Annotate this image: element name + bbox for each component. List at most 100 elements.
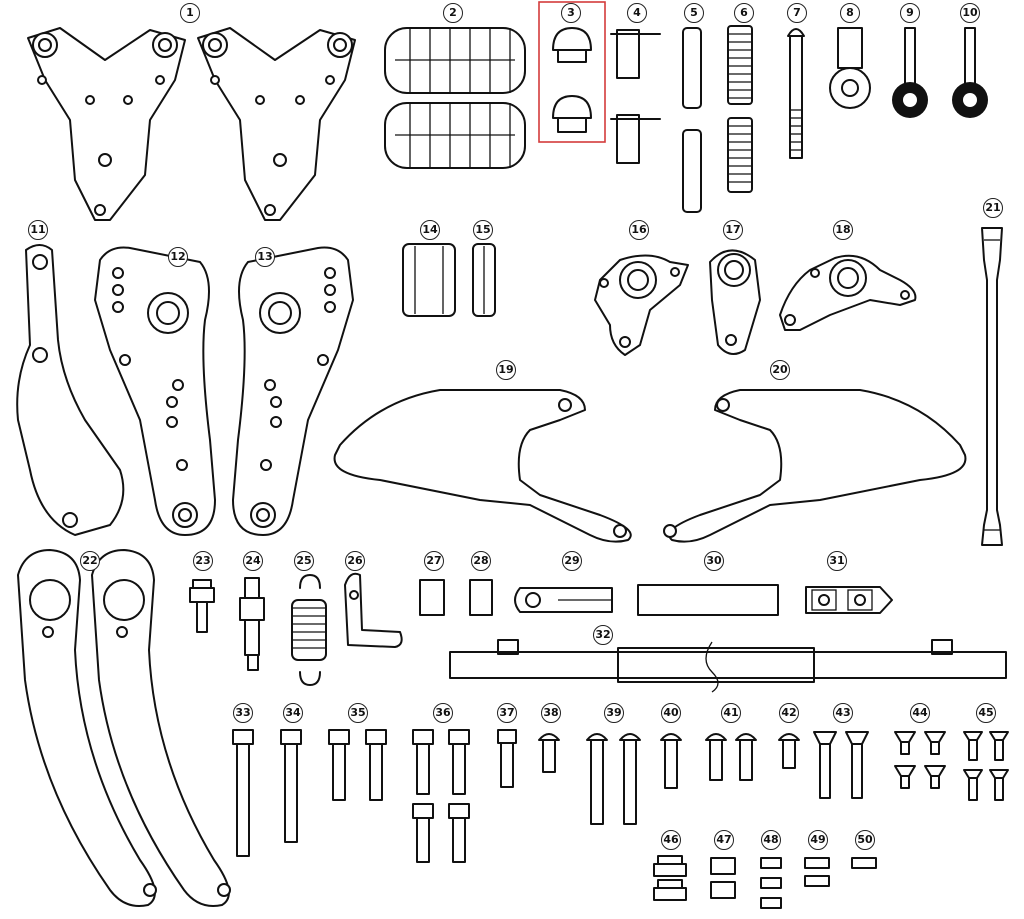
part-2-grips xyxy=(384,27,526,169)
callout-20: 20 xyxy=(770,360,790,380)
callout-32: 32 xyxy=(593,625,613,645)
part-22-arms xyxy=(17,549,231,907)
part-20-side-plate xyxy=(663,389,967,543)
callout-16: 16 xyxy=(629,220,649,240)
part-26-bracket xyxy=(344,572,403,648)
part-4-spacers xyxy=(610,29,661,164)
callout-15: 15 xyxy=(473,220,493,240)
part-30-bar xyxy=(637,584,779,616)
part-47-nut xyxy=(710,857,736,899)
callout-14: 14 xyxy=(420,220,440,240)
callout-33: 33 xyxy=(233,703,253,723)
callout-2: 2 xyxy=(443,3,463,23)
callout-8: 8 xyxy=(840,3,860,23)
callout-18: 18 xyxy=(833,220,853,240)
part-42-bolt xyxy=(778,733,800,769)
callout-21: 21 xyxy=(983,198,1003,218)
callout-48: 48 xyxy=(761,830,781,850)
callout-34: 34 xyxy=(283,703,303,723)
part-50-nut xyxy=(851,857,877,869)
part-6-coils xyxy=(727,25,753,193)
callout-35: 35 xyxy=(348,703,368,723)
part-32-long-bar xyxy=(449,639,1007,693)
part-37-bolt xyxy=(497,729,517,788)
part-1-bracket-right xyxy=(197,27,356,221)
part-21-rod xyxy=(981,227,1003,546)
callout-39: 39 xyxy=(604,703,624,723)
callout-27: 27 xyxy=(424,551,444,571)
callout-36: 36 xyxy=(433,703,453,723)
part-41-bolt xyxy=(705,733,757,781)
callout-9: 9 xyxy=(900,3,920,23)
part-25-spring xyxy=(291,574,327,686)
part-3-rubber-caps xyxy=(538,1,606,143)
part-11-plate xyxy=(16,244,125,536)
part-46-nut xyxy=(653,855,687,901)
part-28-spacer xyxy=(469,579,493,616)
callout-30: 30 xyxy=(704,551,724,571)
callout-29: 29 xyxy=(562,551,582,571)
nuts-row xyxy=(653,855,877,909)
part-35-bolt xyxy=(328,729,387,801)
part-27-spacer xyxy=(419,579,445,616)
part-43-bolt xyxy=(813,731,869,799)
part-12-plate xyxy=(94,246,216,536)
callout-17: 17 xyxy=(723,220,743,240)
part-9-rod-end xyxy=(892,27,928,118)
callout-19: 19 xyxy=(496,360,516,380)
callout-47: 47 xyxy=(714,830,734,850)
part-31-plate xyxy=(805,586,893,614)
part-36-bolt xyxy=(412,729,470,863)
part-23-bolt xyxy=(189,579,215,633)
callout-25: 25 xyxy=(294,551,314,571)
part-33-bolt xyxy=(232,729,254,857)
part-15-washer xyxy=(472,243,496,317)
bolts-row xyxy=(232,729,1009,863)
part-13-plate xyxy=(232,246,354,536)
callout-44: 44 xyxy=(910,703,930,723)
callout-3: 3 xyxy=(561,3,581,23)
callout-37: 37 xyxy=(497,703,517,723)
callout-45: 45 xyxy=(976,703,996,723)
part-45-bolt xyxy=(963,731,1009,801)
callout-6: 6 xyxy=(734,3,754,23)
callout-12: 12 xyxy=(168,247,188,267)
part-48-nut xyxy=(760,857,782,909)
callout-24: 24 xyxy=(243,551,263,571)
part-40-bolt xyxy=(660,733,682,789)
part-8-rod-end xyxy=(829,27,871,109)
callout-7: 7 xyxy=(787,3,807,23)
callout-41: 41 xyxy=(721,703,741,723)
part-34-bolt xyxy=(280,729,302,843)
callout-22: 22 xyxy=(80,551,100,571)
callout-28: 28 xyxy=(471,551,491,571)
callout-50: 50 xyxy=(855,830,875,850)
part-14-collar xyxy=(402,243,456,317)
callout-1: 1 xyxy=(180,3,200,23)
callout-5: 5 xyxy=(684,3,704,23)
part-7-pin-bolt xyxy=(787,28,805,159)
part-38-bolt xyxy=(538,733,560,773)
part-1-bracket-left xyxy=(27,27,186,221)
part-44-bolt xyxy=(894,731,946,789)
part-19-side-plate xyxy=(333,389,632,543)
callout-4: 4 xyxy=(627,3,647,23)
callout-40: 40 xyxy=(661,703,681,723)
callout-26: 26 xyxy=(345,551,365,571)
part-18-lever xyxy=(779,254,917,331)
callout-43: 43 xyxy=(833,703,853,723)
part-16-lever xyxy=(594,254,689,356)
callout-42: 42 xyxy=(779,703,799,723)
part-39-bolt xyxy=(586,733,641,825)
callout-13: 13 xyxy=(255,247,275,267)
part-29-clamp xyxy=(514,587,613,613)
part-49-nut xyxy=(804,857,830,887)
callout-46: 46 xyxy=(661,830,681,850)
callout-11: 11 xyxy=(28,220,48,240)
callout-31: 31 xyxy=(827,551,847,571)
part-5-sleeves xyxy=(682,27,702,213)
part-24-pin xyxy=(239,577,265,671)
callout-10: 10 xyxy=(960,3,980,23)
